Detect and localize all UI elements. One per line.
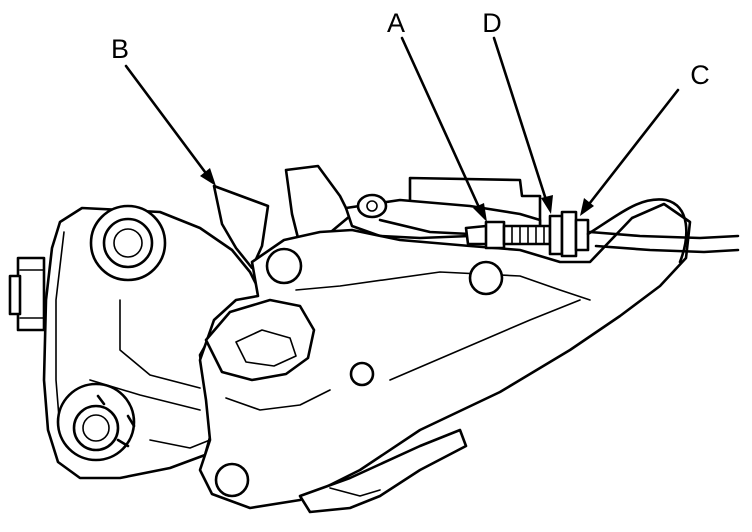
leader-line-d: [492, 36, 553, 214]
leader-line-a: [400, 36, 487, 222]
upper-roller: [89, 204, 167, 282]
leader-line-b: [124, 64, 216, 186]
callout-label-b: B: [111, 34, 129, 64]
cable-assembly: [378, 198, 740, 264]
callout-label-d: D: [482, 8, 502, 38]
lower-bracket: [298, 428, 468, 514]
callout-label-c: C: [690, 60, 710, 90]
lower-roller: [56, 382, 136, 462]
bracket-b: [212, 164, 352, 270]
callout-label-a: A: [387, 8, 405, 38]
connector-block: [8, 256, 46, 332]
leader-line-c: [580, 88, 680, 216]
lever-arm: [198, 202, 692, 510]
